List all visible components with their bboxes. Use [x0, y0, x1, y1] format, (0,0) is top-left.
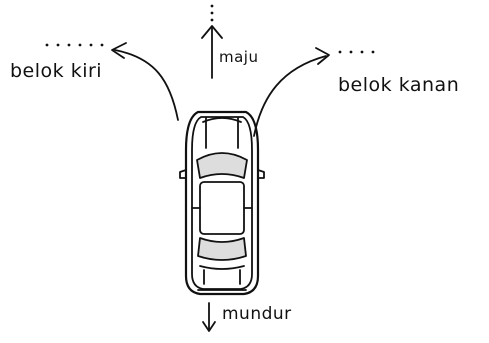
right-turn-arrow-icon — [253, 47, 375, 137]
left-turn-arrow-icon — [45, 42, 179, 121]
label-turn-right: belok kanan — [338, 74, 460, 96]
label-backward: mundur — [222, 304, 292, 324]
forward-arrow-icon — [201, 4, 223, 79]
backward-arrow-icon — [202, 302, 216, 332]
label-turn-left: belok kiri — [10, 60, 103, 82]
label-forward: maju — [219, 48, 259, 66]
car-top-view-icon — [179, 110, 265, 296]
